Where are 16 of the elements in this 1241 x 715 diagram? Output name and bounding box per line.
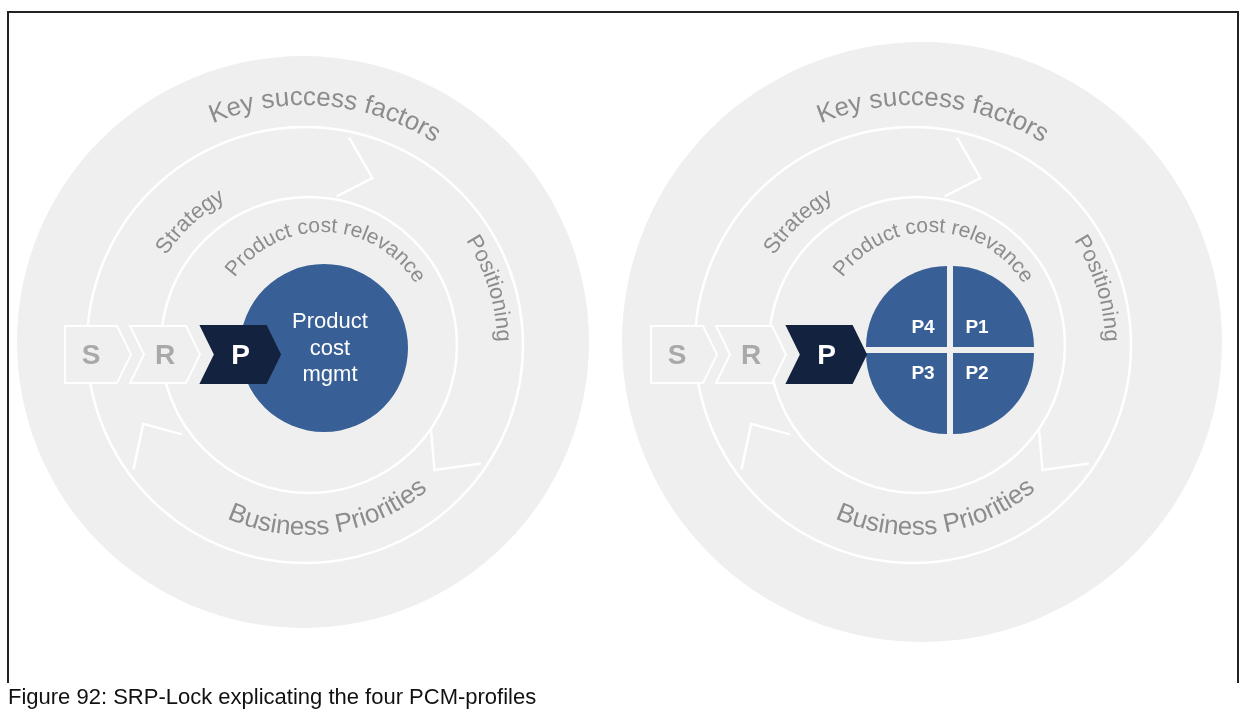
chevron-step (130, 326, 200, 383)
step-letter: P (230, 338, 251, 371)
quadrant-label: P4 (910, 315, 936, 339)
circle-label: Product cost mgmt (291, 306, 369, 389)
step-letter: R (739, 338, 763, 371)
step-letter: R (153, 338, 177, 371)
chevron-step (716, 326, 786, 383)
step-letter: S (666, 338, 688, 371)
quadrant-label: P1 (964, 315, 990, 339)
chevron-step (787, 326, 866, 383)
step-letter: P (816, 338, 837, 371)
quadrant-label: P3 (910, 361, 936, 385)
step-letter: S (80, 338, 102, 371)
chevron-step (201, 326, 280, 383)
quadrant-label: P2 (964, 361, 990, 385)
figure-caption: Figure 92: SRP-Lock explicating the four PCM-profiles (8, 684, 537, 710)
